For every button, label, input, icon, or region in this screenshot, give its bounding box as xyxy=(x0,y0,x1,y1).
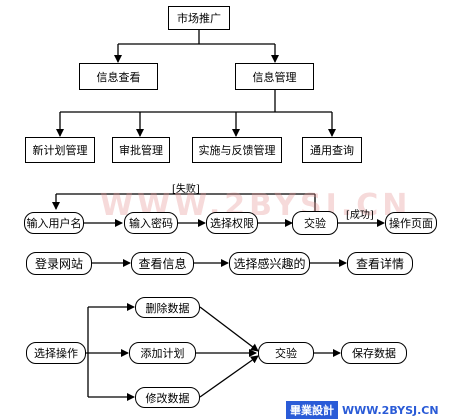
browse-step-view-detail: 查看详情 xyxy=(347,252,413,275)
login-step-check: 交验 xyxy=(292,211,338,235)
manage-option-add-plan: 添加计划 xyxy=(129,342,196,364)
org-node-info-manage: 信息管理 xyxy=(235,63,314,90)
org-node-implement-feedback: 实施与反馈管理 xyxy=(192,137,282,163)
manage-option-delete-data: 删除数据 xyxy=(135,297,200,318)
org-node-info-view: 信息查看 xyxy=(79,63,158,90)
brand-banner: 畢業設計 WWW.2BYSJ.CN xyxy=(286,401,457,419)
org-node-approval: 审批管理 xyxy=(112,137,170,163)
fail-label: [失败] xyxy=(172,184,200,195)
manage-step-save-data: 保存数据 xyxy=(341,342,407,364)
org-node-new-plan: 新计划管理 xyxy=(25,137,95,163)
browse-step-choose-interest: 选择感兴趣的 xyxy=(229,252,310,275)
login-step-operation-page: 操作页面 xyxy=(385,212,437,234)
manage-step-check: 交验 xyxy=(258,342,314,364)
brand-url: WWW.2BYSJ.CN xyxy=(342,403,439,417)
manage-step-select-operation: 选择操作 xyxy=(26,342,86,364)
login-step-permission: 选择权限 xyxy=(206,212,258,234)
manage-option-modify-data: 修改数据 xyxy=(135,387,200,408)
brand-badge: 畢業設計 xyxy=(286,401,338,419)
org-node-general-query: 通用查询 xyxy=(302,137,362,163)
org-root-node: 市场推广 xyxy=(168,6,230,30)
login-step-password: 输入密码 xyxy=(124,212,178,234)
login-step-username: 输入用户名 xyxy=(24,212,84,234)
browse-step-view-info: 查看信息 xyxy=(131,252,194,275)
browse-step-login: 登录网站 xyxy=(26,252,92,275)
success-label: [成功] xyxy=(346,210,374,221)
